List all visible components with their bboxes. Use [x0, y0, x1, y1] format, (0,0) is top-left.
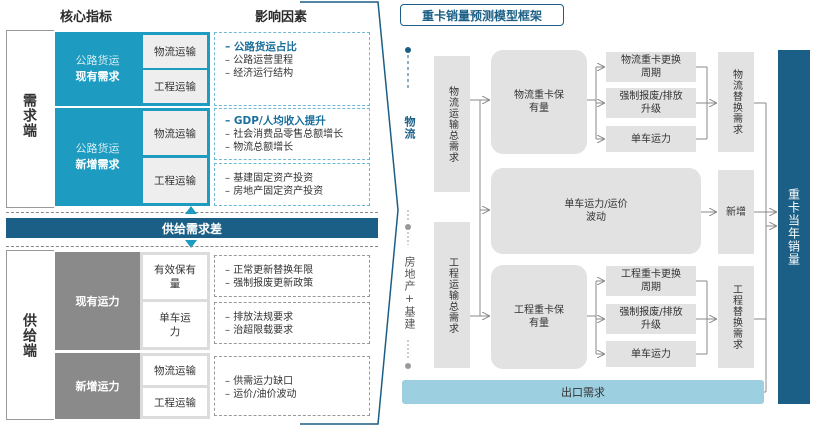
factor: 物流总额增长 — [233, 142, 294, 153]
factor: 经济运行结构 — [233, 68, 294, 79]
logistics-replace-cycle: 物流重卡更换周期 — [606, 52, 696, 82]
gap-arrow-down — [185, 240, 197, 248]
right-panel: 重卡销量预测模型框架 物流 房地产+基建 物流运输总需求 工程运输总需求 物流重… — [396, 0, 813, 428]
factor: 房地产固定资产投资 — [233, 186, 324, 197]
supply-new-factors: – 供需运力缺口 – 运价/油价波动 — [214, 356, 370, 416]
logistics-replace-demand: 物流替换需求 — [718, 52, 754, 152]
supply-label: 供给端 — [21, 312, 37, 358]
gap-arrow-up — [185, 206, 197, 214]
demand-new-factors-b: – 基建固定资产投资 – 房地产固定资产投资 — [214, 163, 370, 206]
demand-existing-logistics: 物流运输 — [143, 35, 207, 68]
supply-new-logistics: 物流运输 — [143, 356, 207, 385]
annual-sales: 重卡当年销量 — [778, 50, 810, 404]
supply-new-engineering: 工程运输 — [143, 388, 207, 416]
axis-line — [405, 47, 411, 369]
gap-bar: 供给需求差 — [6, 218, 378, 238]
demand-existing-factors: – 公路货运占比 – 公路运营里程 – 经济运行结构 — [214, 32, 370, 106]
logistics-demand: 物流运输总需求 — [434, 56, 470, 192]
demand-new-engineering: 工程运输 — [143, 158, 207, 203]
engineering-unit-capacity: 单车运力 — [606, 341, 696, 367]
factor: 供需运力缺口 — [233, 376, 294, 387]
factor: 公路货运占比 — [233, 41, 297, 53]
header-core: 核心指标 — [60, 10, 113, 25]
factor: 强制报废更新政策 — [233, 278, 314, 289]
gap-dashed-bottom — [6, 246, 378, 247]
demand-existing-category: 公路货运 现有需求 — [55, 32, 140, 106]
engineering-replace-cycle: 工程重卡更换周期 — [606, 266, 696, 296]
supply-unit-capacity: 单车运力 — [143, 302, 207, 347]
logistics-scrap-emission: 强制报废/排放升级 — [606, 88, 696, 118]
demand-new-category: 公路货运 新增需求 — [55, 108, 140, 206]
supply-fleet-factors: – 正常更新替换年限 – 强制报废更新政策 — [214, 255, 370, 297]
supply-new-category: 新增运力 — [55, 353, 140, 419]
engineering-fleet: 工程重卡保有量 — [491, 265, 587, 369]
supply-bracket — [6, 250, 54, 420]
supply-existing-category: 现有运力 — [55, 252, 140, 350]
factor: 基建固定资产投资 — [233, 173, 314, 184]
factor: 排放法规要求 — [233, 312, 294, 323]
factor: GDP/人均收入提升 — [233, 115, 326, 127]
logistics-unit-capacity: 单车运力 — [606, 126, 696, 152]
factor: 社会消费品零售总额增长 — [233, 129, 344, 140]
demand-new-factors-a: – GDP/人均收入提升 – 社会消费品零售总额增长 – 物流总额增长 — [214, 108, 370, 160]
engineering-demand: 工程运输总需求 — [434, 222, 470, 368]
supply-capacity-factors: – 排放法规要求 – 治超限载要求 — [214, 302, 370, 344]
factor: 治超限载要求 — [233, 325, 294, 336]
unit-capacity-freight: 单车运力/运价波动 — [491, 168, 701, 254]
axis-realestate: 房地产+基建 — [403, 256, 416, 330]
factor: 运价/油价波动 — [233, 389, 297, 400]
engineering-replace-demand: 工程替换需求 — [718, 266, 754, 368]
demand-bracket — [6, 30, 54, 208]
demand-existing-engineering: 工程运输 — [143, 70, 207, 103]
export-demand: 出口需求 — [402, 380, 764, 404]
left-panel: 核心指标 影响因素 需求端 公路货运 现有需求 物流运输 工程运输 – 公路货运… — [0, 0, 385, 428]
model-title: 重卡销量预测模型框架 — [400, 4, 564, 26]
logistics-fleet: 物流重卡保有量 — [491, 50, 587, 154]
supply-effective-fleet: 有效保有量 — [143, 255, 207, 299]
engineering-scrap-emission: 强制报废/排放升级 — [606, 304, 696, 334]
axis-logistics: 物流 — [403, 116, 416, 140]
factor: 正常更新替换年限 — [233, 265, 314, 276]
flow-arrows — [470, 0, 813, 393]
demand-new-logistics: 物流运输 — [143, 111, 207, 155]
header-factors: 影响因素 — [255, 10, 308, 25]
demand-label: 需求端 — [21, 92, 37, 138]
new-add: 新增 — [718, 170, 754, 254]
factor: 公路运营里程 — [233, 55, 294, 66]
